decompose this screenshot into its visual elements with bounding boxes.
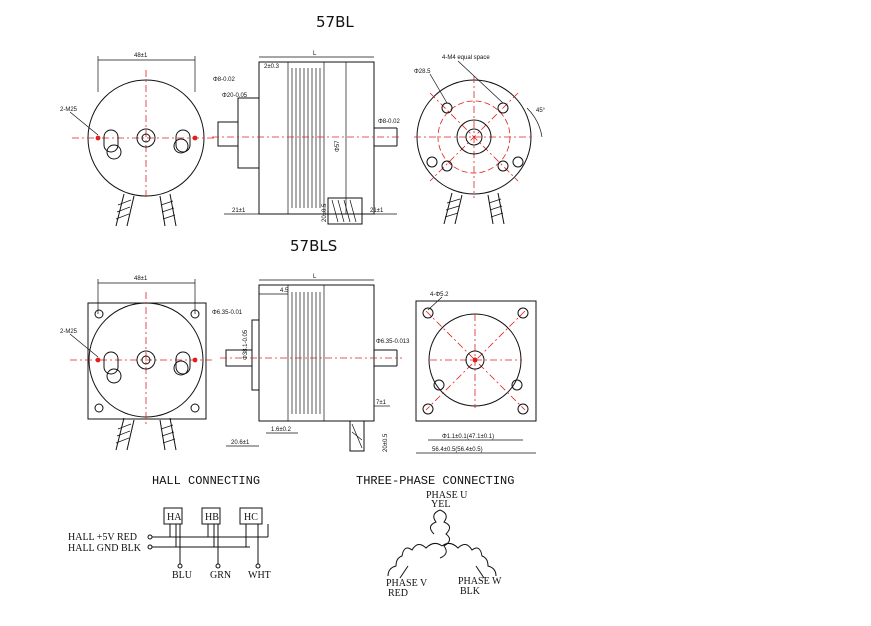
dim-bls-rear-inner: Φ1.1±0.1(47.1±0.1) bbox=[442, 434, 494, 440]
dim-bls-rear-outer: 56.4±0.5(56.4±0.5) bbox=[432, 447, 483, 453]
dim-bl-cable-len: 21±1 bbox=[370, 208, 384, 214]
hall-title: HALL CONNECTING bbox=[152, 474, 260, 488]
dim-bls-flange: 4.5 bbox=[280, 288, 289, 294]
dim-bls-shaft-len: 20.6±1 bbox=[231, 440, 250, 446]
dim-bl-rear-angle: 45° bbox=[536, 108, 546, 114]
dim-bls-front-hole: 2-M25 bbox=[60, 329, 78, 335]
dim-bl-front-width: 48±1 bbox=[134, 53, 148, 59]
hole-left bbox=[95, 135, 101, 141]
bl-front-view: 48±1 2-M25 bbox=[60, 53, 215, 227]
dim-bl-rear-pcd: Φ28.5 bbox=[414, 69, 431, 75]
bl-rear-view: 45° 4-M4 equal space Φ28.5 bbox=[414, 55, 546, 225]
bls-rear-view: 4-Φ5.2 Φ1.1±0.1(47.1±0.1) 56.4±0.5(56.4±… bbox=[415, 292, 537, 454]
hall-wire-wht: WHT bbox=[248, 570, 271, 581]
hall-wire-blu: BLU bbox=[172, 570, 193, 581]
phase-v-color: RED bbox=[388, 588, 408, 599]
dim-bl-side-dia: Φ57 bbox=[335, 140, 341, 152]
phase-u-color: YEL bbox=[431, 499, 450, 510]
dim-bls-front-width: 48±1 bbox=[134, 276, 148, 282]
dim-bl-side-pilot: Φ20-0.05 bbox=[222, 93, 248, 99]
dim-bls-side-boss: Φ6.35-0.01 bbox=[212, 310, 243, 316]
sensor-hb bbox=[201, 507, 221, 525]
bls-side-view: L 4.5 Φ6.35-0.01 Φ38.1-0.05 Φ6.35-0.013 … bbox=[212, 274, 410, 452]
dim-bl-cable-box: 20±0.5 bbox=[322, 203, 328, 222]
hall-supply-pos: HALL +5V RED bbox=[68, 532, 137, 543]
dim-bls-cable-box: 20±0.5 bbox=[383, 433, 389, 452]
hall-supply-gnd: HALL GND BLK bbox=[68, 543, 142, 554]
dim-bl-shaft-len: 21±1 bbox=[232, 208, 246, 214]
phase-u-label: PHASE U bbox=[426, 490, 468, 501]
sensor-ha bbox=[163, 507, 183, 525]
title-57bl: 57BL bbox=[316, 13, 354, 31]
sensor-hc bbox=[239, 507, 263, 525]
bl-side-view: L 2±0.3 Φ8-0.02 Φ20-0.05 Φ57 Φ8-0.02 21±… bbox=[212, 51, 402, 225]
dim-bl-shaft: Φ8-0.02 bbox=[378, 119, 400, 125]
dim-bls-key: 7±1 bbox=[376, 400, 387, 406]
dim-bl-front-hole: 2-M25 bbox=[60, 107, 78, 113]
dim-bls-length: L bbox=[313, 274, 317, 280]
dim-bl-side-boss: Φ8-0.02 bbox=[213, 77, 235, 83]
phase-w-color: BLK bbox=[460, 586, 481, 597]
phase-w-label: PHASE W bbox=[458, 576, 502, 587]
dim-bl-length: L bbox=[313, 51, 317, 57]
bls-front-view: 48±1 2-M25 bbox=[60, 276, 215, 451]
sensor-hc-label: HC bbox=[244, 512, 258, 523]
hole-right bbox=[192, 135, 198, 141]
dim-bls-rear-holes: 4-Φ5.2 bbox=[430, 292, 449, 298]
phase-v-label: PHASE V bbox=[386, 578, 428, 589]
hall-connecting-diagram: HALL CONNECTING HA HB HC HALL +5V RED HA… bbox=[68, 474, 271, 581]
three-phase-diagram: THREE-PHASE CONNECTING PHASE U YEL PHASE… bbox=[356, 474, 514, 599]
dim-bl-side-top: 2±0.3 bbox=[264, 64, 280, 70]
phase-title: THREE-PHASE CONNECTING bbox=[356, 474, 514, 488]
sensor-ha-label: HA bbox=[167, 512, 182, 523]
title-57bls: 57BLS bbox=[290, 237, 337, 255]
dim-bl-rear-holes: 4-M4 equal space bbox=[442, 55, 490, 61]
dim-bls-flange-th: 1.6±0.2 bbox=[271, 427, 292, 433]
sensor-hb-label: HB bbox=[205, 512, 219, 523]
dim-bls-shaft: Φ6.35-0.013 bbox=[376, 339, 410, 345]
dim-bls-side-pilot: Φ38.1-0.05 bbox=[243, 329, 249, 360]
hall-wire-grn: GRN bbox=[210, 570, 231, 581]
